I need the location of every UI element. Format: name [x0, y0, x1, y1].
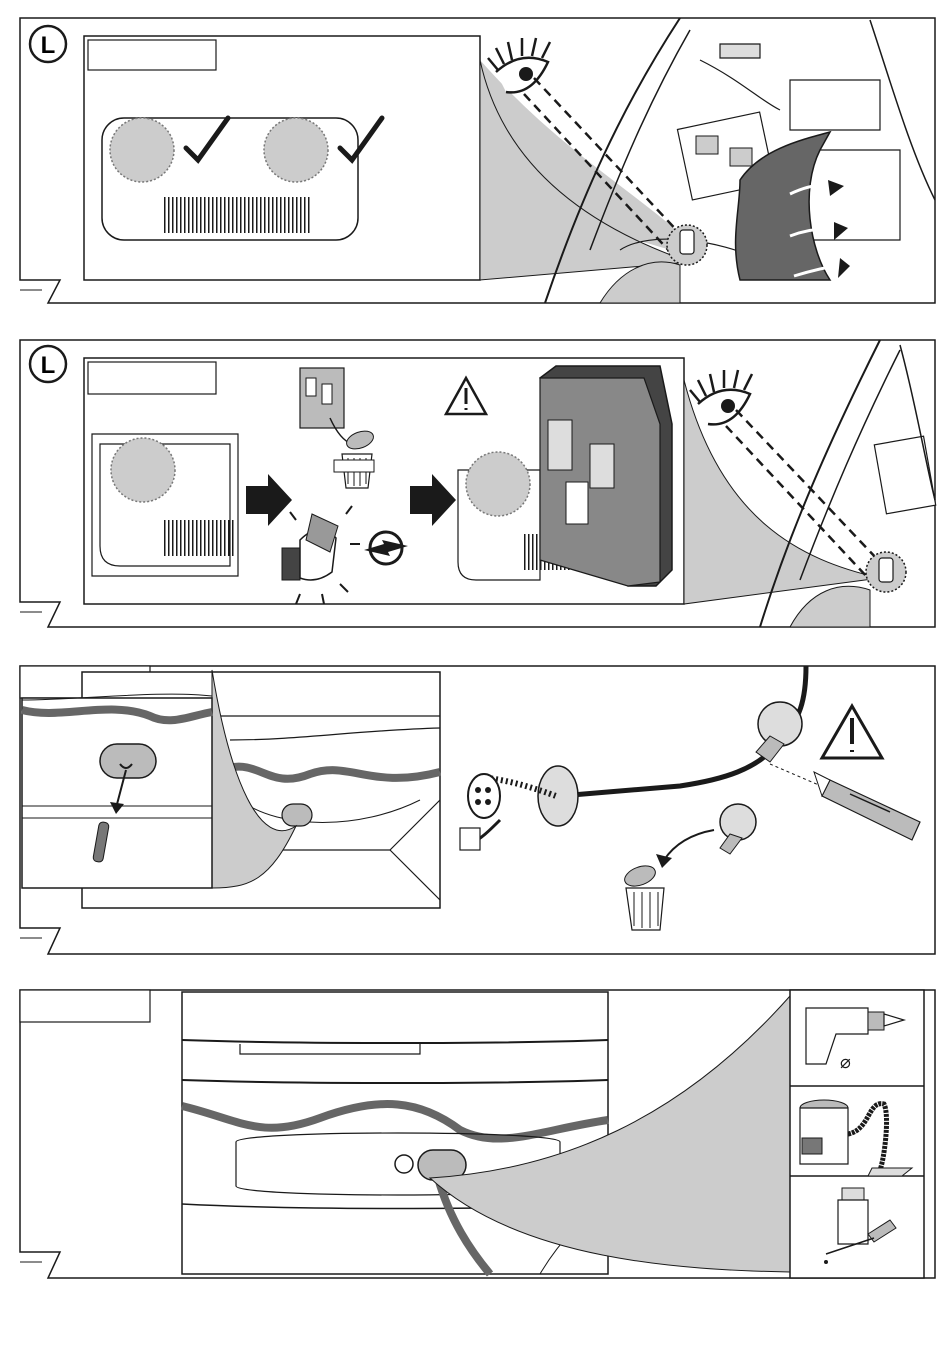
small-label-box	[334, 460, 374, 472]
connector-icon	[680, 230, 694, 254]
step-circle-label: L	[41, 32, 56, 59]
panel-4: ⌀	[20, 990, 935, 1278]
dotted-circle-icon	[110, 118, 174, 182]
arrow-icon	[664, 830, 714, 860]
utility-knife-icon	[814, 772, 920, 840]
trash-bin-icon	[622, 862, 664, 930]
module-box-icon	[540, 366, 672, 586]
barcode-icon	[164, 520, 234, 556]
grommet-icon	[720, 804, 756, 854]
panel-1: L	[20, 18, 935, 303]
panel-2: L	[20, 340, 936, 627]
barcode-icon	[164, 197, 312, 233]
eye-icon	[690, 370, 752, 424]
step-label-box	[88, 362, 216, 394]
drill-diameter-symbol: ⌀	[840, 1052, 851, 1072]
socket-icon	[468, 774, 500, 818]
step-label-box	[88, 40, 216, 70]
connector-icon	[879, 558, 893, 582]
grommet-icon	[538, 766, 578, 826]
panel-corner-notch	[20, 1252, 42, 1262]
dotted-circle-icon	[111, 438, 175, 502]
drill-mark-icon	[395, 1155, 413, 1173]
dotted-circle-icon	[264, 118, 328, 182]
step-circle-label: L	[41, 352, 56, 379]
dotted-circle-icon	[466, 452, 530, 516]
panel-corner-notch	[20, 280, 42, 290]
control-unit-icon	[300, 368, 344, 428]
step-label-box	[20, 990, 150, 1022]
panel-3	[20, 666, 935, 954]
zoom-inset	[22, 698, 212, 888]
panel-corner-notch	[20, 928, 42, 938]
grommet-icon	[100, 744, 156, 778]
grommet-icon	[758, 702, 802, 746]
panel-corner-notch	[20, 602, 42, 612]
